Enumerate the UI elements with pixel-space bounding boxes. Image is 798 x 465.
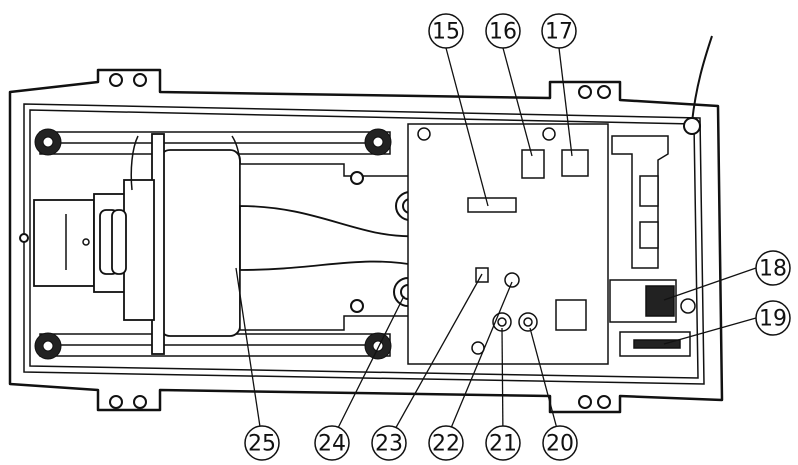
svg-text:18: 18	[759, 257, 787, 282]
rail-bottom	[39, 333, 391, 357]
callout-17: 17	[541, 13, 577, 49]
callout-18: 18	[755, 250, 791, 286]
housing-inner-rim	[23, 103, 705, 385]
callout-19: 19	[755, 300, 791, 336]
connector-board	[407, 123, 609, 365]
callout-20: 20	[542, 425, 578, 461]
svg-text:23: 23	[375, 432, 403, 457]
callout-15: 15	[428, 13, 464, 49]
svg-text:19: 19	[759, 307, 787, 332]
callout-16: 16	[485, 13, 521, 49]
callout-25: 25	[244, 425, 280, 461]
corner-screws	[34, 128, 392, 360]
grounding-cable	[683, 35, 713, 135]
callout-22: 22	[428, 425, 464, 461]
svg-text:20: 20	[546, 432, 574, 457]
svg-text:16: 16	[489, 20, 517, 45]
lug-holes	[19, 73, 611, 409]
svg-text:17: 17	[545, 20, 573, 45]
svg-text:22: 22	[432, 432, 460, 457]
bracket-right	[609, 135, 696, 357]
svg-text:15: 15	[432, 20, 460, 45]
svg-text:24: 24	[318, 432, 346, 457]
leader-lines	[235, 47, 757, 441]
callout-24: 24	[314, 425, 350, 461]
svg-text:21: 21	[489, 432, 517, 457]
callout-23: 23	[371, 425, 407, 461]
svg-text:25: 25	[248, 432, 276, 457]
callout-21: 21	[485, 425, 521, 461]
